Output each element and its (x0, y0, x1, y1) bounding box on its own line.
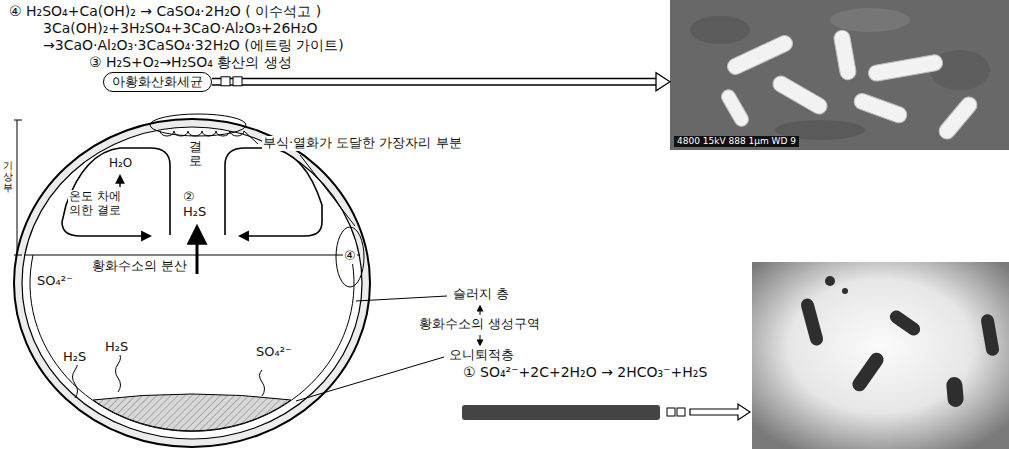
chemical-label: SO₄²⁻ (36, 274, 74, 289)
gas-trace (260, 370, 265, 396)
bracket-tick (14, 255, 22, 256)
bacterium (833, 29, 857, 81)
process-label: 황화수소의 분산 (91, 259, 188, 274)
leader-line (300, 155, 355, 226)
bacterium (719, 87, 751, 129)
slime-layer (30, 255, 354, 431)
bacteria-rods (719, 29, 980, 142)
leader-lines (244, 131, 480, 401)
circulation-arrow (62, 148, 170, 236)
sem-photo: 4800 15kV 888 1μm WD 9 (670, 0, 1009, 150)
photo-texture (830, 8, 910, 32)
particle (842, 288, 848, 294)
water-surface (24, 254, 360, 255)
bacterium (800, 297, 825, 347)
bacteria-rods (800, 276, 1001, 408)
up-arrow (480, 306, 481, 315)
bacterium (936, 94, 980, 143)
reaction-equation: ③ H₂S+O₂→H₂SO₄ 황산의 생성 (88, 54, 293, 70)
layer-label: 오니퇴적층 (448, 348, 515, 363)
bacterium (852, 91, 909, 125)
pipe-outer-wall (14, 119, 370, 447)
bacteria-box: 아황화산화세균 (103, 72, 212, 92)
square-symbol (667, 408, 675, 416)
hollow-arrow (690, 404, 750, 420)
chemical-label: H₂S (62, 350, 87, 365)
reaction-equation: ④ H₂SO₄+Ca(OH)₂ → CaSO₄·2H₂O ( 이수석고 ) (8, 3, 322, 19)
scale-caption: 4800 15kV 888 1μm WD 9 (674, 136, 799, 147)
region-label: 기상부 (3, 160, 13, 193)
leader-line (356, 296, 447, 301)
sludge-deposit (93, 394, 291, 431)
chemical-label: H₂S (104, 340, 129, 355)
bracket-tick (14, 120, 22, 121)
hollow-arrow-connector (212, 73, 670, 91)
square-symbol (233, 77, 242, 86)
reaction-equation: ① SO₄²⁻+2C+2H₂O → 2HCO₃⁻+H₂S (462, 364, 708, 380)
sediment-sample (462, 405, 660, 420)
zone-label: 황화수소의 생성구역 (418, 317, 541, 332)
photo-texture (690, 16, 750, 44)
process-label: 온도 차에 의한 결로 (68, 190, 134, 218)
bacterium (867, 54, 944, 83)
up-arrow (119, 176, 120, 187)
photo-ground (752, 262, 1009, 449)
layer-label: 슬러지 층 (452, 287, 510, 302)
bracket-line (17, 120, 18, 255)
diffusion-arrow (196, 228, 199, 274)
gas-phase-bracket (14, 120, 22, 255)
sem-photo-top (670, 0, 1009, 150)
square-symbol (221, 77, 230, 86)
corrosion-highlight (150, 114, 246, 136)
arrow-head (656, 73, 670, 91)
photo-ground (670, 0, 1009, 150)
gas-trace (116, 352, 121, 392)
bacterium (887, 308, 922, 338)
corrosion-highlight (336, 227, 364, 287)
chemical-label: ② H₂S (182, 190, 214, 220)
bacterium (725, 33, 795, 77)
reaction-equation: →3CaO·Al₂O₃·3CaSO₄·32H₂O (에트링 가이트) (42, 37, 345, 53)
connector-outline (212, 78, 656, 86)
leader-line (296, 357, 444, 401)
connector-fill (212, 79, 656, 84)
pipe-section (14, 114, 370, 447)
down-arrow (480, 335, 481, 345)
bacterium (770, 73, 830, 117)
callout-number: ④ (343, 249, 357, 264)
micrograph-bottom (752, 262, 1009, 449)
circulation-arrow (225, 148, 322, 236)
pipe-inner-wall (22, 127, 362, 439)
callout-note: 부식·열화가 도달한 가장자리 부분 (262, 136, 463, 151)
chemical-label: H₂O (108, 157, 133, 171)
process-label: 결로 (189, 140, 202, 169)
particle (825, 276, 835, 286)
box-title: 아황화산화세균 (112, 74, 203, 90)
bacterium (850, 350, 887, 394)
leader-line (244, 131, 258, 144)
chemical-label: SO₄²⁻ (255, 345, 293, 360)
square-symbol (677, 408, 685, 416)
corrosion-front (160, 131, 244, 136)
bacterium (980, 313, 1000, 357)
reaction-equation: 3Ca(OH)₂+3H₂SO₄+3CaO·Al₂O₃+26H₂O (42, 20, 319, 36)
bacterium (946, 376, 965, 407)
